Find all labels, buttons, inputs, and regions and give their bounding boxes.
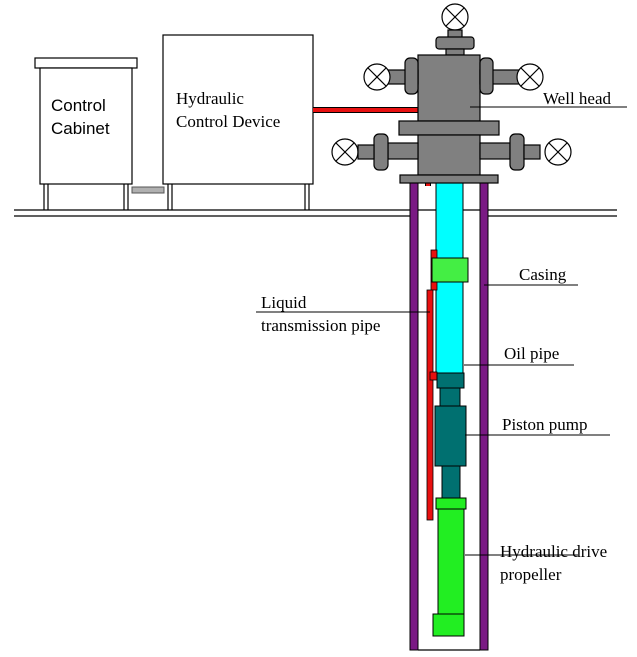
piston-pump [434, 372, 467, 499]
hydraulic-control-device-label-line2: Control Device [176, 112, 280, 131]
hydraulic-control-device-label-line1: Hydraulic [176, 89, 244, 108]
oil-pipe-coupling [431, 257, 469, 283]
liquid-transmission-pipe-label-line1: Liquid [261, 293, 307, 312]
control-cabinet: Control Cabinet [34, 57, 138, 210]
leader-lines [256, 106, 627, 556]
control-cabinet-label-line1: Control [51, 96, 106, 115]
ground-line [14, 209, 617, 217]
hydraulic-drive-propeller-label-line1: Hydraulic drive [500, 542, 607, 561]
hydraulic-drive-propeller [432, 497, 467, 637]
cabinet-connector [131, 186, 165, 194]
hydraulic-control-device: Hydraulic Control Device [162, 34, 314, 210]
piston-pump-label: Piston pump [502, 415, 588, 434]
oil-pipe-label: Oil pipe [504, 344, 559, 363]
hydraulic-drive-propeller-label-line2: propeller [500, 565, 562, 584]
well-head [331, 3, 572, 184]
control-cabinet-label-line2: Cabinet [51, 119, 110, 138]
liquid-transmission-pipe-label-line2: transmission pipe [261, 316, 380, 335]
well-head-label: Well head [543, 89, 612, 108]
casing-label: Casing [519, 265, 567, 284]
